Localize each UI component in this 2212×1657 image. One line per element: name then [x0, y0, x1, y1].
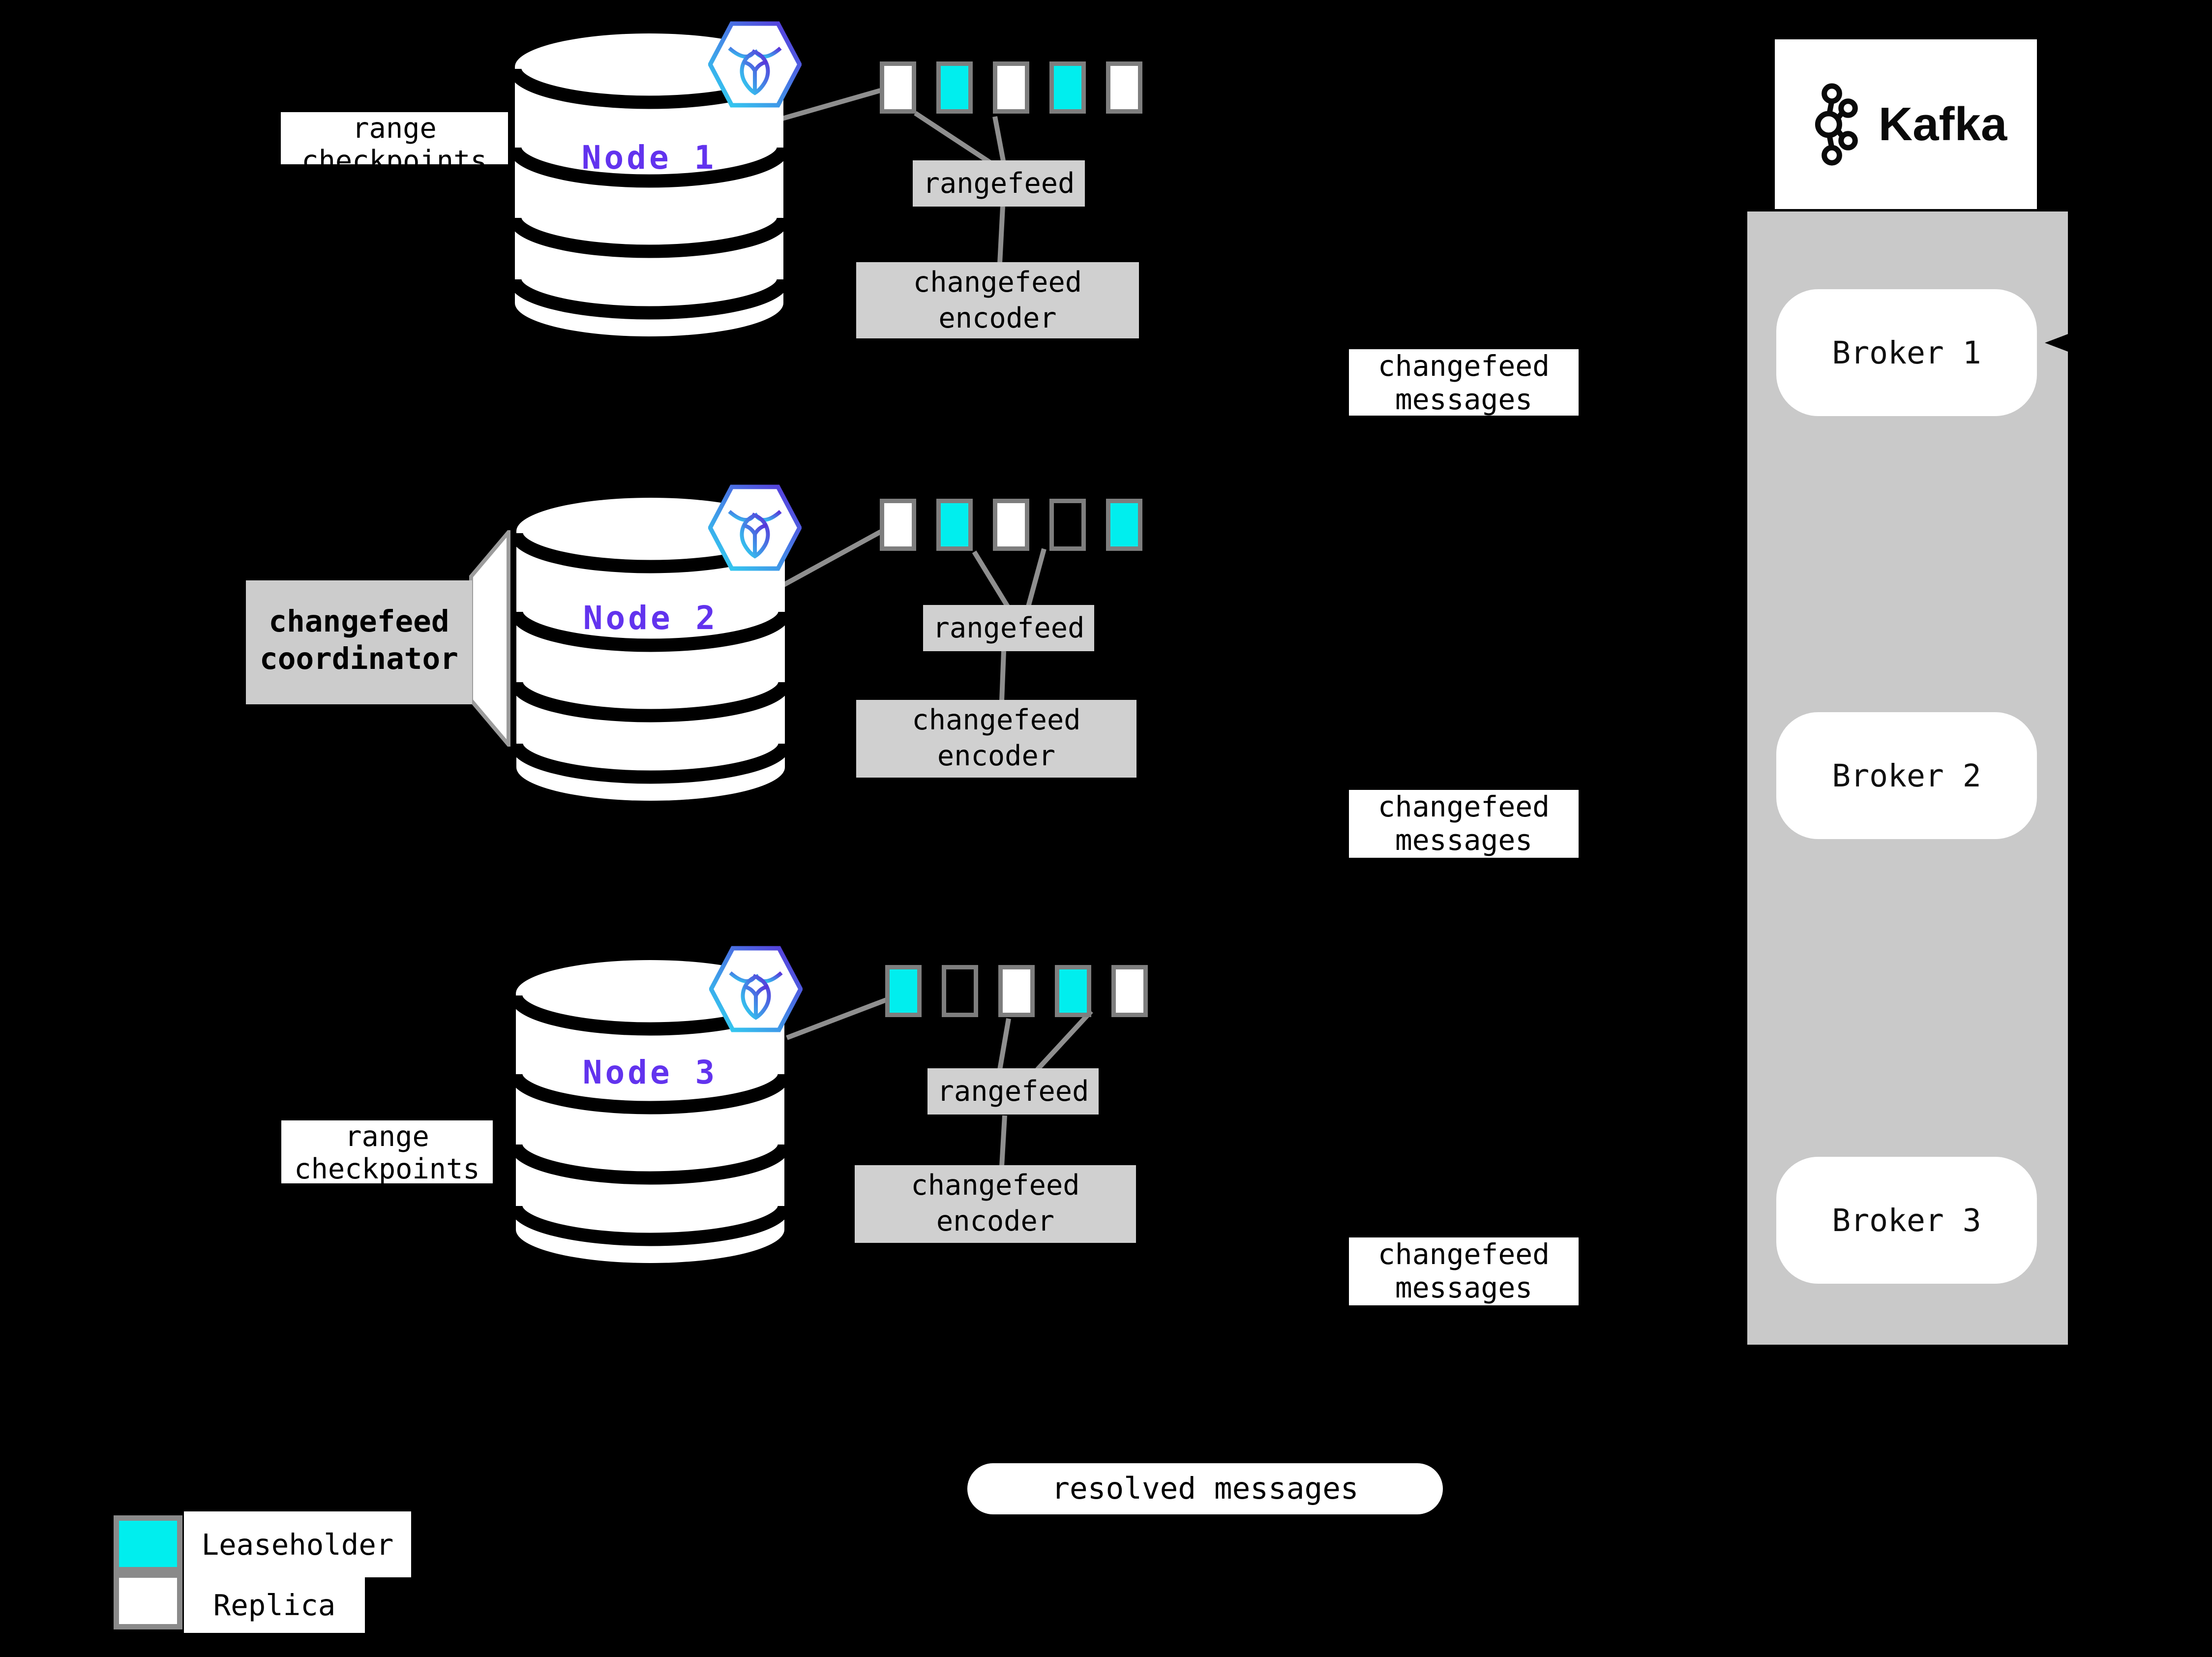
- legend-label-replica: Replica: [184, 1577, 365, 1633]
- range-cell: [1049, 499, 1086, 551]
- connector-line: [1035, 1009, 1093, 1072]
- range-cell: [993, 499, 1029, 551]
- connector-line: [781, 529, 882, 588]
- range-cell: [1111, 965, 1148, 1017]
- range-cell: [993, 61, 1029, 114]
- arrowhead-left-icon: [2045, 333, 2069, 352]
- changefeed-messages-label: changefeed messages: [1349, 790, 1579, 858]
- connector-line: [914, 111, 993, 166]
- connector-line: [771, 88, 881, 124]
- node-label: Node 1: [581, 139, 717, 177]
- broker-box: Broker 3: [1776, 1157, 2037, 1284]
- connector-line: [1026, 548, 1046, 607]
- changefeed-messages-label: changefeed messages: [1349, 1237, 1579, 1305]
- node-label: Node 2: [583, 599, 718, 637]
- kafka-logo-icon: [1815, 83, 1858, 166]
- kafka-card: Kafka: [1775, 39, 2037, 209]
- connector-line: [997, 1018, 1011, 1070]
- ranges-row: [885, 965, 1148, 1017]
- connector-line: [997, 206, 1005, 264]
- range-cell: [880, 61, 916, 114]
- database-cylinder-icon: [514, 33, 784, 336]
- connector-line: [972, 550, 1010, 608]
- connector-line: [999, 651, 1006, 702]
- resolved-messages-pill: resolved messages: [967, 1463, 1443, 1514]
- range-cell: [885, 965, 922, 1017]
- range-cell: [1049, 61, 1086, 114]
- range-cell: [1106, 499, 1142, 551]
- ranges-row: [880, 499, 1142, 551]
- cockroachdb-icon: [708, 21, 802, 108]
- rangefeed-box: rangefeed: [927, 1068, 1099, 1115]
- rangefeed-box: rangefeed: [913, 160, 1085, 207]
- cockroachdb-icon: [708, 484, 802, 571]
- rangefeed-box: rangefeed: [923, 605, 1094, 651]
- connector-line: [786, 997, 887, 1040]
- range-cell: [998, 965, 1035, 1017]
- range-cell: [936, 61, 973, 114]
- range-cell: [1055, 965, 1091, 1017]
- changefeed-coordinator-label: changefeed coordinator: [246, 580, 472, 704]
- database-cylinder-icon: [515, 960, 785, 1263]
- coordinator-pointer-shape: [469, 530, 510, 747]
- ranges-row: [880, 61, 1142, 114]
- legend-swatch-leaseholder: [114, 1515, 182, 1572]
- cockroachdb-icon: [709, 946, 803, 1032]
- range-checkpoints-label: range checkpoints: [281, 112, 508, 164]
- range-cell: [880, 499, 916, 551]
- legend-label-leaseholder: Leaseholder: [184, 1511, 411, 1577]
- changefeed-encoder-box: changefeed encoder: [855, 1165, 1136, 1243]
- legend-swatch-replica: [114, 1572, 182, 1629]
- range-cell: [942, 965, 978, 1017]
- changefeed-encoder-box: changefeed encoder: [856, 700, 1136, 778]
- connector-line: [992, 116, 1006, 164]
- changefeed-messages-label: changefeed messages: [1349, 349, 1579, 416]
- connector-line: [999, 1115, 1007, 1167]
- node-label: Node 3: [582, 1054, 718, 1091]
- range-cell: [936, 499, 973, 551]
- changefeed-encoder-box: changefeed encoder: [856, 262, 1139, 338]
- broker-box: Broker 1: [1776, 289, 2037, 416]
- range-checkpoints-label: range checkpoints: [281, 1120, 493, 1183]
- range-cell: [1106, 61, 1142, 114]
- kafka-title: Kafka: [1878, 97, 2007, 151]
- broker-box: Broker 2: [1776, 712, 2037, 839]
